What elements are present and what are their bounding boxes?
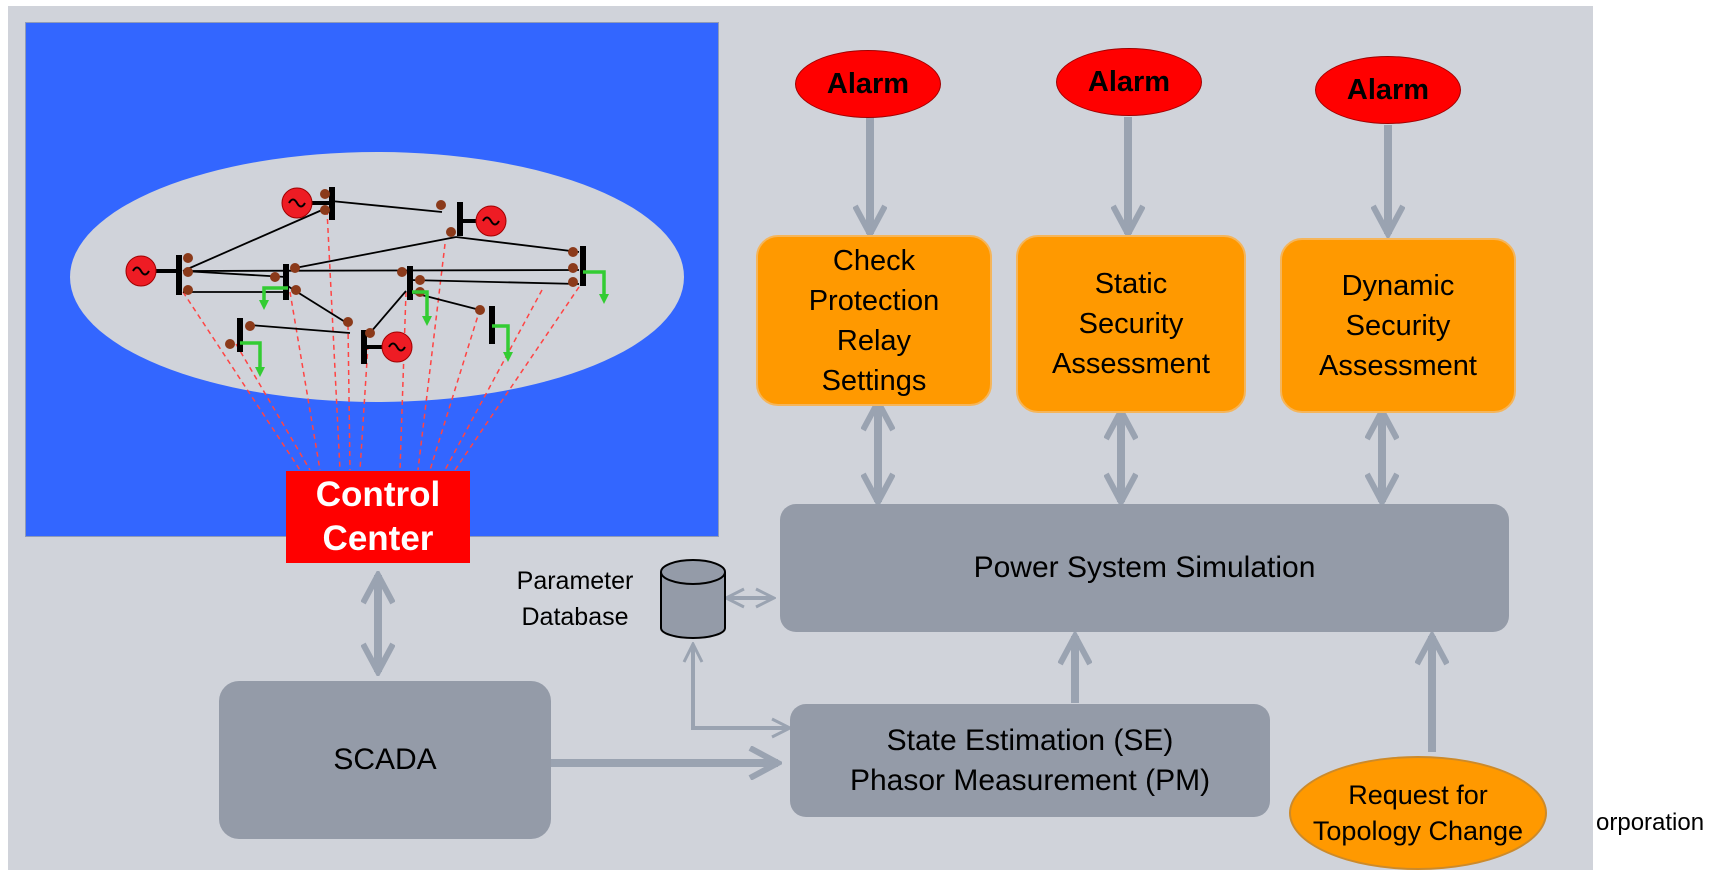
- parameter-database-line-1: Parameter: [516, 567, 634, 595]
- alarm-static: Alarm: [1056, 48, 1202, 116]
- database-arrows: [693, 598, 788, 728]
- static-security-line-1: Static: [1094, 268, 1168, 300]
- flow-arrows: [378, 117, 1432, 763]
- dynamic-security-box: Dynamic Security Assessment: [1280, 238, 1516, 413]
- dynamic-security-line-3: Assessment: [1319, 349, 1477, 382]
- static-security-line-3: Assessment: [1052, 348, 1210, 380]
- state-estimation-line-1: State Estimation (SE): [886, 723, 1174, 757]
- footer-text-fragment: orporation: [1596, 809, 1705, 836]
- state-estimation-box: State Estimation (SE) Phasor Measurement…: [790, 704, 1270, 817]
- transmission-lines: [182, 200, 580, 334]
- alarm-label: Alarm: [1087, 65, 1171, 98]
- dynamic-security-line-2: Security: [1345, 309, 1451, 342]
- power-system-simulation-box: Power System Simulation: [780, 504, 1509, 632]
- alarm-label: Alarm: [826, 67, 910, 100]
- check-protection-line-2: Protection: [808, 284, 940, 317]
- control-center-line-2: Center: [322, 519, 434, 558]
- generator-stubs: [155, 201, 478, 349]
- check-protection-line-4: Settings: [821, 364, 927, 397]
- request-topology-line-2: Topology Change: [1312, 816, 1524, 846]
- database-cylinder-icon: [660, 559, 726, 639]
- check-protection-box: Check Protection Relay Settings: [756, 235, 992, 406]
- power-system-simulation-label: Power System Simulation: [973, 551, 1316, 584]
- scada-box: SCADA: [219, 681, 551, 839]
- parameter-database-line-2: Database: [521, 603, 629, 631]
- check-protection-line-3: Relay: [836, 324, 912, 357]
- generator-icon: [125, 187, 507, 363]
- alarm-dynamic: Alarm: [1315, 56, 1461, 124]
- check-protection-line-1: Check: [832, 244, 916, 277]
- load-arrow-icon: [240, 270, 609, 377]
- dynamic-security-line-1: Dynamic: [1341, 269, 1455, 302]
- alarm-label: Alarm: [1346, 73, 1430, 106]
- measurement-lines: [182, 209, 580, 471]
- grid-network-ellipse: [70, 152, 684, 402]
- node-dots: [183, 189, 578, 349]
- request-topology-line-1: Request for: [1348, 780, 1488, 810]
- parameter-database-label: Parameter Database: [500, 563, 650, 635]
- state-estimation-line-2: Phasor Measurement (PM): [849, 763, 1211, 797]
- static-security-box: Static Security Assessment: [1016, 235, 1246, 413]
- scada-label: SCADA: [333, 743, 437, 776]
- control-center-line-1: Control: [315, 475, 441, 514]
- alarm-protection: Alarm: [795, 50, 941, 118]
- request-topology-change: Request for Topology Change: [1289, 756, 1547, 870]
- static-security-line-2: Security: [1078, 308, 1184, 340]
